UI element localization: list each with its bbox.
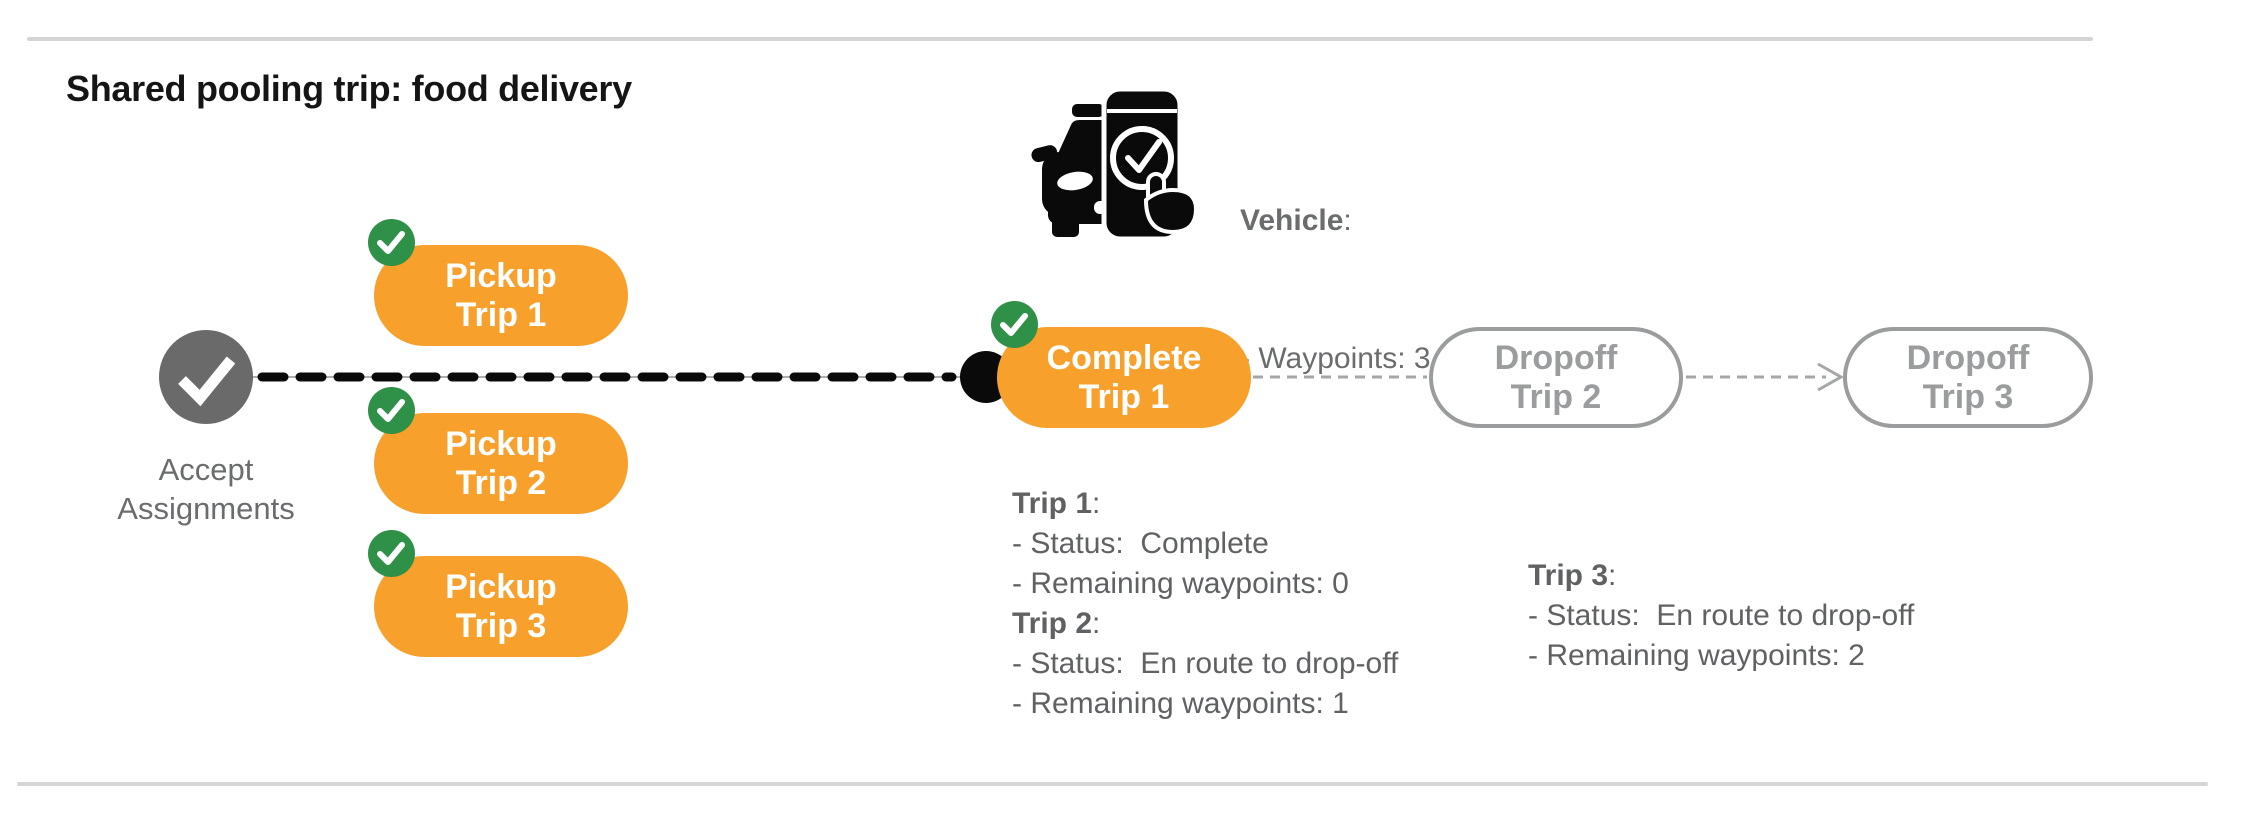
trip-3-waypoints: - Remaining waypoints: 2 <box>1528 639 1865 672</box>
page-title: Shared pooling trip: food delivery <box>66 68 632 109</box>
trip-2-title: Trip 2: <box>1012 607 1101 640</box>
trip-2-waypoints: - Remaining waypoints: 1 <box>1012 687 1349 720</box>
check-icon <box>1000 313 1028 336</box>
trip-1-waypoints: - Remaining waypoints: 0 <box>1012 567 1349 600</box>
accept-assignments-label: Accept Assignments <box>117 452 295 526</box>
trip-2-status: - Status: En route to drop-off <box>1012 647 1399 680</box>
check-badge-icon <box>368 530 415 577</box>
check-badge-icon <box>368 387 415 434</box>
check-badge-icon <box>368 219 415 266</box>
bottom-divider <box>17 782 2208 786</box>
dropoff-trip-2-node: Dropoff Trip 2 <box>1429 327 1683 428</box>
trip-1-2-details: Trip 1: - Status: Complete - Remaining w… <box>1012 484 1398 724</box>
vehicle-label: Vehicle: <box>1240 204 1352 237</box>
top-divider <box>27 37 2093 41</box>
trip-3-details: Trip 3: - Status: En route to drop-off -… <box>1528 556 1914 676</box>
check-badge-icon <box>991 301 1038 348</box>
pickup-trip-2-node: Pickup Trip 2 <box>374 413 628 514</box>
dropoff-trip-3-node: Dropoff Trip 3 <box>1843 327 2093 428</box>
checkmark-circle-icon <box>178 356 236 407</box>
trip-3-title: Trip 3: <box>1528 559 1617 592</box>
pickup-trip-3-node: Pickup Trip 3 <box>374 556 628 657</box>
check-icon <box>377 399 405 422</box>
check-icon <box>377 542 405 565</box>
accept-assignments-node <box>159 330 253 424</box>
check-icon <box>377 231 405 254</box>
trip-1-status: - Status: Complete <box>1012 527 1269 560</box>
pickup-trip-1-node: Pickup Trip 1 <box>374 245 628 346</box>
trip-3-status: - Status: En route to drop-off <box>1528 599 1915 632</box>
arrow-right-icon <box>1817 362 1845 392</box>
trip-1-title: Trip 1: <box>1012 487 1101 520</box>
car-with-phone-check-icon <box>1031 86 1197 242</box>
complete-trip-1-node: Complete Trip 1 <box>997 327 1251 428</box>
